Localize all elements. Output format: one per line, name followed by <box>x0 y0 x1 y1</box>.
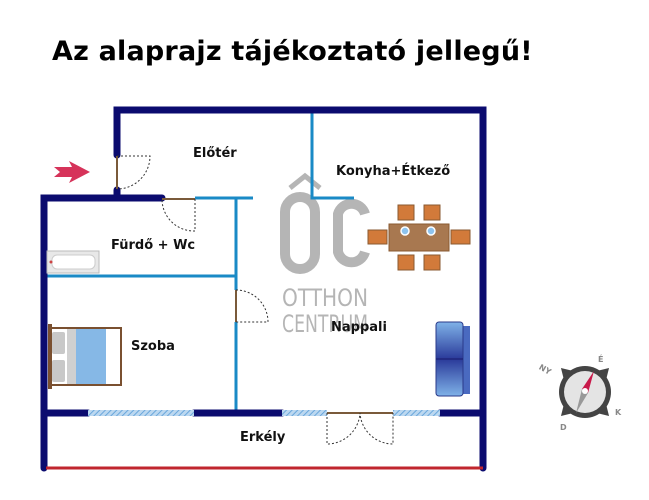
otthon-centrum-watermark: OTTHON CENTRUM <box>280 172 370 338</box>
outer-walls <box>40 106 487 472</box>
bathtub-icon <box>46 250 100 274</box>
windows <box>88 410 440 416</box>
compass-icon: É K D NY <box>537 353 622 432</box>
room-label-erkely: Erkély <box>240 430 286 445</box>
room-label-eloter: Előtér <box>193 146 237 161</box>
floorplan-disclaimer-title: Az alaprajz tájékoztató jellegű! <box>52 36 533 67</box>
room-label-konyha: Konyha+Étkező <box>336 163 450 179</box>
sofa-icon <box>435 321 470 397</box>
compass-south: D <box>560 423 567 432</box>
room-label-nappali: Nappali <box>331 320 387 335</box>
watermark-line2: CENTRUM <box>282 310 368 338</box>
compass-east: K <box>615 408 622 417</box>
doors <box>116 155 394 445</box>
room-label-szoba: Szoba <box>131 339 175 354</box>
bed-icon <box>48 324 122 389</box>
compass-west: NY <box>537 363 552 377</box>
dining-table-icon <box>367 204 471 271</box>
watermark-line1: OTTHON <box>282 284 368 312</box>
room-label-furdo: Fürdő + Wc <box>111 238 195 253</box>
inner-walls <box>47 110 354 412</box>
compass-north: É <box>598 353 603 364</box>
entry-arrow-icon <box>54 161 90 183</box>
